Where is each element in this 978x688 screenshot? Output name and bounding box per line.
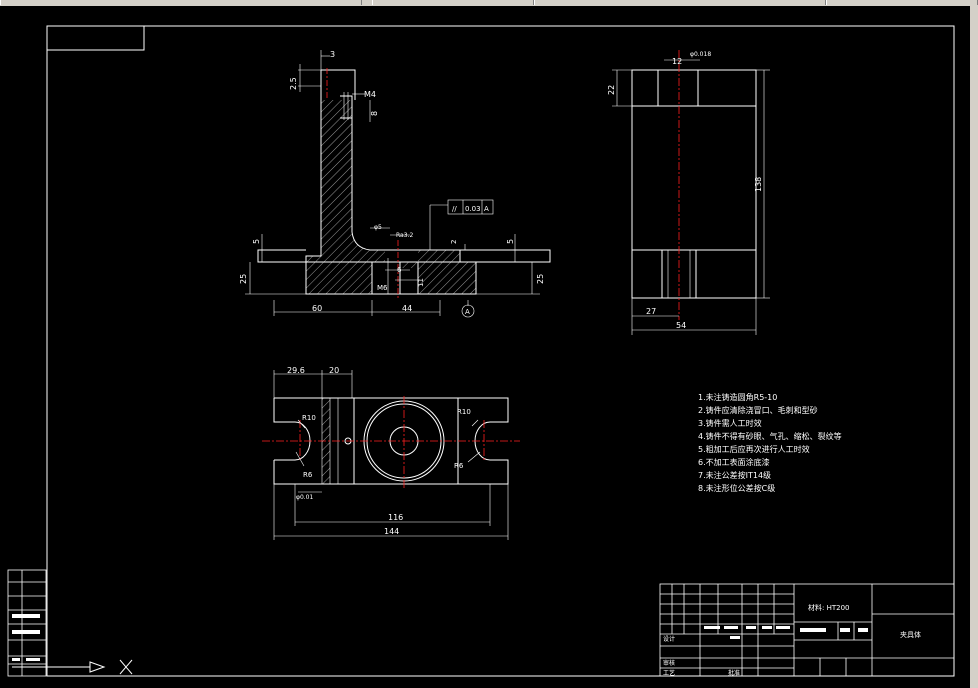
- part-name: 夹具体: [900, 630, 921, 639]
- dim-m6: M6: [377, 284, 388, 292]
- dim-27: 27: [646, 307, 656, 316]
- dim-6: 6: [397, 266, 402, 274]
- check-label: 审核: [663, 659, 675, 667]
- toolbar-segment[interactable]: [826, 0, 978, 5]
- dim-144: 144: [384, 527, 399, 536]
- process-label: 工艺: [663, 669, 675, 677]
- dim-3: 3: [330, 50, 335, 59]
- front-dim-labels: 3 2.5 M4 8 5 25 60 44 5 25 φ5 Ra3.2 M6 6…: [239, 50, 545, 316]
- dim-5-right: 5: [506, 239, 515, 244]
- side-dimensions: [612, 59, 770, 335]
- dim-12: 12: [672, 57, 682, 66]
- front-dimensions: [245, 50, 540, 318]
- tech-note: 2.铸件应清除浇冒口、毛刺和型砂: [698, 406, 818, 415]
- dim-r6-right: R6: [454, 462, 464, 470]
- dim-5-left: 5: [252, 239, 261, 244]
- tech-note: 7.未注公差按IT14级: [698, 471, 772, 480]
- left-revision-table: [7, 569, 47, 677]
- dim-2-5: 2.5: [289, 77, 298, 90]
- vertical-scrollbar[interactable]: [970, 6, 978, 688]
- dim-20: 20: [329, 366, 339, 375]
- drawing-frame: [46, 25, 955, 677]
- top-dimensions: [273, 370, 509, 540]
- dim-25-left: 25: [239, 274, 248, 284]
- dim-8: 8: [370, 111, 379, 116]
- dim-60: 60: [312, 304, 322, 313]
- dim-44: 44: [402, 304, 412, 313]
- drawing-canvas[interactable]: 3 2.5 M4 8 5 25 60 44 5 25 φ5 Ra3.2 M6 6…: [0, 6, 970, 688]
- dim-phi001: φ0.01: [296, 494, 314, 501]
- dim-54: 54: [676, 321, 686, 330]
- approve-label: 批准: [728, 669, 740, 677]
- title-block-text: 材料: HT200 夹具体 设计 审核 工艺 批准: [663, 603, 921, 677]
- title-block: [659, 583, 955, 677]
- tech-note: 8.未注形位公差按C级: [698, 484, 776, 493]
- toolbar-segment[interactable]: [534, 0, 826, 5]
- dim-11: 11: [417, 278, 425, 287]
- title-block-fills: [704, 626, 868, 639]
- top-centerlines: [262, 396, 520, 488]
- tolerance-value: 0.03: [465, 205, 481, 213]
- dim-116: 116: [388, 513, 403, 522]
- side-view: [631, 69, 757, 299]
- dim-25-right: 25: [536, 274, 545, 284]
- dim-r10-left: R10: [302, 414, 316, 422]
- toolbar-segment[interactable]: [0, 0, 362, 5]
- material-label: 材料: HT200: [808, 603, 849, 612]
- dim-138: 138: [754, 177, 763, 192]
- ucs-icon: [12, 659, 133, 675]
- top-dim-labels: 29.6 20 R10 R10 R6 R6 φ0.01 116 144: [287, 366, 471, 536]
- dim-2: 2: [450, 240, 458, 244]
- dim-phi0018: φ0.018: [690, 51, 711, 58]
- roughness-ra: Ra3.2: [396, 232, 413, 239]
- dim-29-6: 29.6: [287, 366, 305, 375]
- dim-r6-left: R6: [303, 471, 313, 479]
- dim-phi5: φ5: [374, 224, 382, 231]
- designer-label: 设计: [663, 635, 675, 643]
- flatness-symbol: //: [452, 205, 457, 213]
- datum-ref: A: [484, 205, 489, 213]
- dim-r10-right: R10: [457, 408, 471, 416]
- toolbar-segment[interactable]: [372, 0, 534, 5]
- tech-note: 4.铸件不得有砂眼、气孔、缩松、裂纹等: [698, 432, 842, 441]
- tech-note: 5.粗加工后应再次进行人工时效: [698, 445, 810, 454]
- dim-m4: M4: [364, 90, 376, 99]
- tech-note: 6.不加工表面涂底漆: [698, 458, 770, 467]
- left-table-fills: [12, 614, 40, 661]
- front-section-view: [257, 69, 551, 295]
- tech-note: 3.铸件需人工时效: [698, 419, 762, 428]
- datum-a: A: [465, 308, 470, 316]
- tech-note: 1.未注铸造圆角R5-10: [698, 393, 778, 402]
- dim-22: 22: [607, 85, 616, 95]
- side-dim-labels: 12 φ0.018 22 138 27 54: [607, 51, 763, 330]
